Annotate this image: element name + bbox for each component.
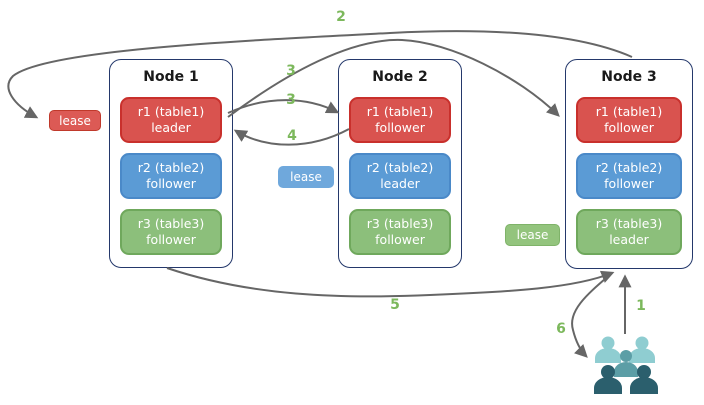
step-label-6: 6 bbox=[556, 321, 566, 337]
replica-role: follower bbox=[604, 120, 654, 135]
node-1-replica-r3: r3 (table3) follower bbox=[120, 209, 222, 255]
replica-role: follower bbox=[375, 120, 425, 135]
replica-label: r1 (table1) bbox=[595, 104, 663, 120]
replica-label: r3 (table3) bbox=[137, 216, 205, 232]
step-label-2: 2 bbox=[336, 9, 346, 25]
replica-role: follower bbox=[146, 232, 196, 247]
replica-label: r3 (table3) bbox=[595, 216, 663, 232]
arrow-step2-lease-grant bbox=[7, 30, 633, 119]
users-group-icon bbox=[594, 336, 658, 394]
replica-role: leader bbox=[380, 176, 420, 191]
node-1-title: Node 1 bbox=[143, 69, 199, 85]
node-1-replica-r1: r1 (table1) leader bbox=[120, 97, 222, 143]
replica-label: r1 (table1) bbox=[137, 104, 205, 120]
replica-role: leader bbox=[151, 120, 191, 135]
node-2-replica-r2: r2 (table2) leader bbox=[349, 153, 451, 199]
arrow-step3-replicate-node2 bbox=[227, 99, 340, 114]
node-3-replica-r3: r3 (table3) leader bbox=[576, 209, 682, 255]
node-2-replica-r1: r1 (table1) follower bbox=[349, 97, 451, 143]
lease-badge-r1: lease bbox=[49, 110, 101, 131]
lease-badge-r2: lease bbox=[278, 166, 334, 188]
replica-label: r2 (table2) bbox=[595, 160, 663, 176]
node-2-title: Node 2 bbox=[372, 69, 428, 85]
node-3-replica-r1: r1 (table1) follower bbox=[576, 97, 682, 143]
replica-label: r3 (table3) bbox=[366, 216, 434, 232]
arrow-step6-reply-clients bbox=[571, 272, 613, 358]
node-1: Node 1 r1 (table1) leader r2 (table2) fo… bbox=[109, 59, 233, 268]
replica-role: follower bbox=[604, 176, 654, 191]
replica-role: leader bbox=[609, 232, 649, 247]
node-3-replica-r2: r2 (table2) follower bbox=[576, 153, 682, 199]
step-label-4: 4 bbox=[287, 128, 297, 144]
replica-role: follower bbox=[146, 176, 196, 191]
node-1-replica-r2: r2 (table2) follower bbox=[120, 153, 222, 199]
node-3: Node 3 r1 (table1) follower r2 (table2) … bbox=[565, 59, 693, 269]
step-label-1: 1 bbox=[636, 298, 646, 314]
replica-label: r2 (table2) bbox=[137, 160, 205, 176]
replica-label: r1 (table1) bbox=[366, 104, 434, 120]
step-label-5: 5 bbox=[390, 297, 400, 313]
lease-badge-r3: lease bbox=[505, 224, 560, 246]
node-2-replica-r3: r3 (table3) follower bbox=[349, 209, 451, 255]
step-label-3b: 3 bbox=[286, 92, 296, 108]
step-label-3a: 3 bbox=[286, 63, 296, 79]
replica-role: follower bbox=[375, 232, 425, 247]
node-2: Node 2 r1 (table1) follower r2 (table2) … bbox=[338, 59, 462, 268]
node-3-title: Node 3 bbox=[601, 69, 657, 85]
arrow-step5-respond bbox=[166, 267, 615, 298]
replica-label: r2 (table2) bbox=[366, 160, 434, 176]
